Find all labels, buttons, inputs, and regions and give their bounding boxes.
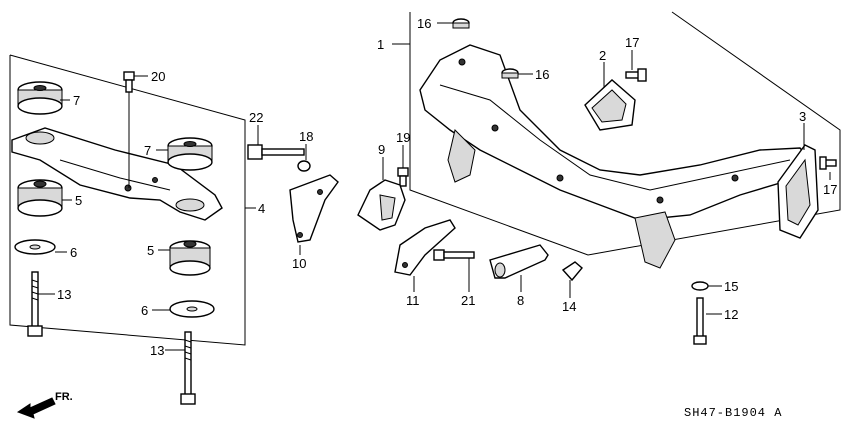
bolt-19: [397, 167, 409, 187]
callout-10: 10: [292, 256, 306, 271]
direction-label: FR.: [55, 391, 73, 403]
bracket-3: [777, 144, 819, 239]
mount-9: [357, 179, 406, 231]
front-direction-indicator: FR.: [16, 391, 73, 419]
callout-7: 7: [144, 143, 151, 158]
callout-17: 17: [625, 35, 639, 50]
callout-12: 12: [724, 307, 738, 322]
callout-22: 22: [249, 110, 263, 125]
callout-5: 5: [75, 193, 82, 208]
bracket-10: [289, 174, 339, 243]
callout-1: 1: [377, 37, 384, 52]
callout-11: 11: [406, 293, 420, 308]
callout-2: 2: [599, 48, 606, 63]
callout-21: 21: [461, 293, 475, 308]
bolt-22: [247, 144, 305, 160]
bolt-13-right: [180, 331, 196, 405]
callout-14: 14: [562, 299, 576, 314]
bracket-8: [489, 244, 549, 279]
callout-9: 9: [378, 142, 385, 157]
mount-rubber-7-left: [17, 81, 63, 115]
washer-15: [691, 281, 709, 291]
leader-lines: [38, 22, 831, 351]
callout-19: 19: [396, 130, 410, 145]
callout-16: 16: [535, 67, 549, 82]
washer-6-left: [14, 239, 56, 255]
nut-16-mid: [501, 68, 519, 79]
bracket-2: [584, 79, 636, 131]
callout-6: 6: [141, 303, 148, 318]
callout-15: 15: [724, 279, 738, 294]
callout-4: 4: [258, 201, 265, 216]
callout-3: 3: [799, 109, 806, 124]
callout-13: 13: [150, 343, 164, 358]
mount-rubber-7-right: [167, 137, 213, 171]
washer-6-right: [169, 300, 215, 318]
rear-beam-part: [11, 127, 223, 221]
front-arrow-icon: [16, 397, 56, 419]
subframe-part: [419, 44, 811, 269]
bolt-17-top: [625, 68, 647, 82]
callout-8: 8: [517, 293, 524, 308]
callout-5: 5: [147, 243, 154, 258]
callouts: 1 16 16 2 17 3 17 15 12 7 7 5 5 6 6 13 1…: [57, 16, 837, 358]
bushing-5-left: [17, 179, 63, 217]
bolt-13-left: [27, 271, 43, 337]
left-assembly-frame: [9, 54, 246, 346]
callout-18: 18: [299, 129, 313, 144]
callout-13: 13: [57, 287, 71, 302]
subframe-frame: [409, 11, 841, 256]
callout-17: 17: [823, 182, 837, 197]
bolt-21: [433, 249, 475, 261]
callout-7: 7: [73, 93, 80, 108]
bolt-17-right: [819, 156, 837, 170]
bushing-5-right: [169, 240, 211, 276]
callout-16: 16: [417, 16, 431, 31]
clip-14: [561, 261, 583, 282]
washer-18: [297, 160, 311, 172]
callout-6: 6: [70, 245, 77, 260]
callout-20: 20: [151, 69, 165, 84]
bolt-20: [123, 71, 135, 188]
diagram-code: SH47-B1904 A: [684, 406, 782, 420]
bracket-11: [394, 219, 456, 276]
nut-16-top: [452, 18, 470, 29]
bolt-12: [693, 297, 707, 345]
